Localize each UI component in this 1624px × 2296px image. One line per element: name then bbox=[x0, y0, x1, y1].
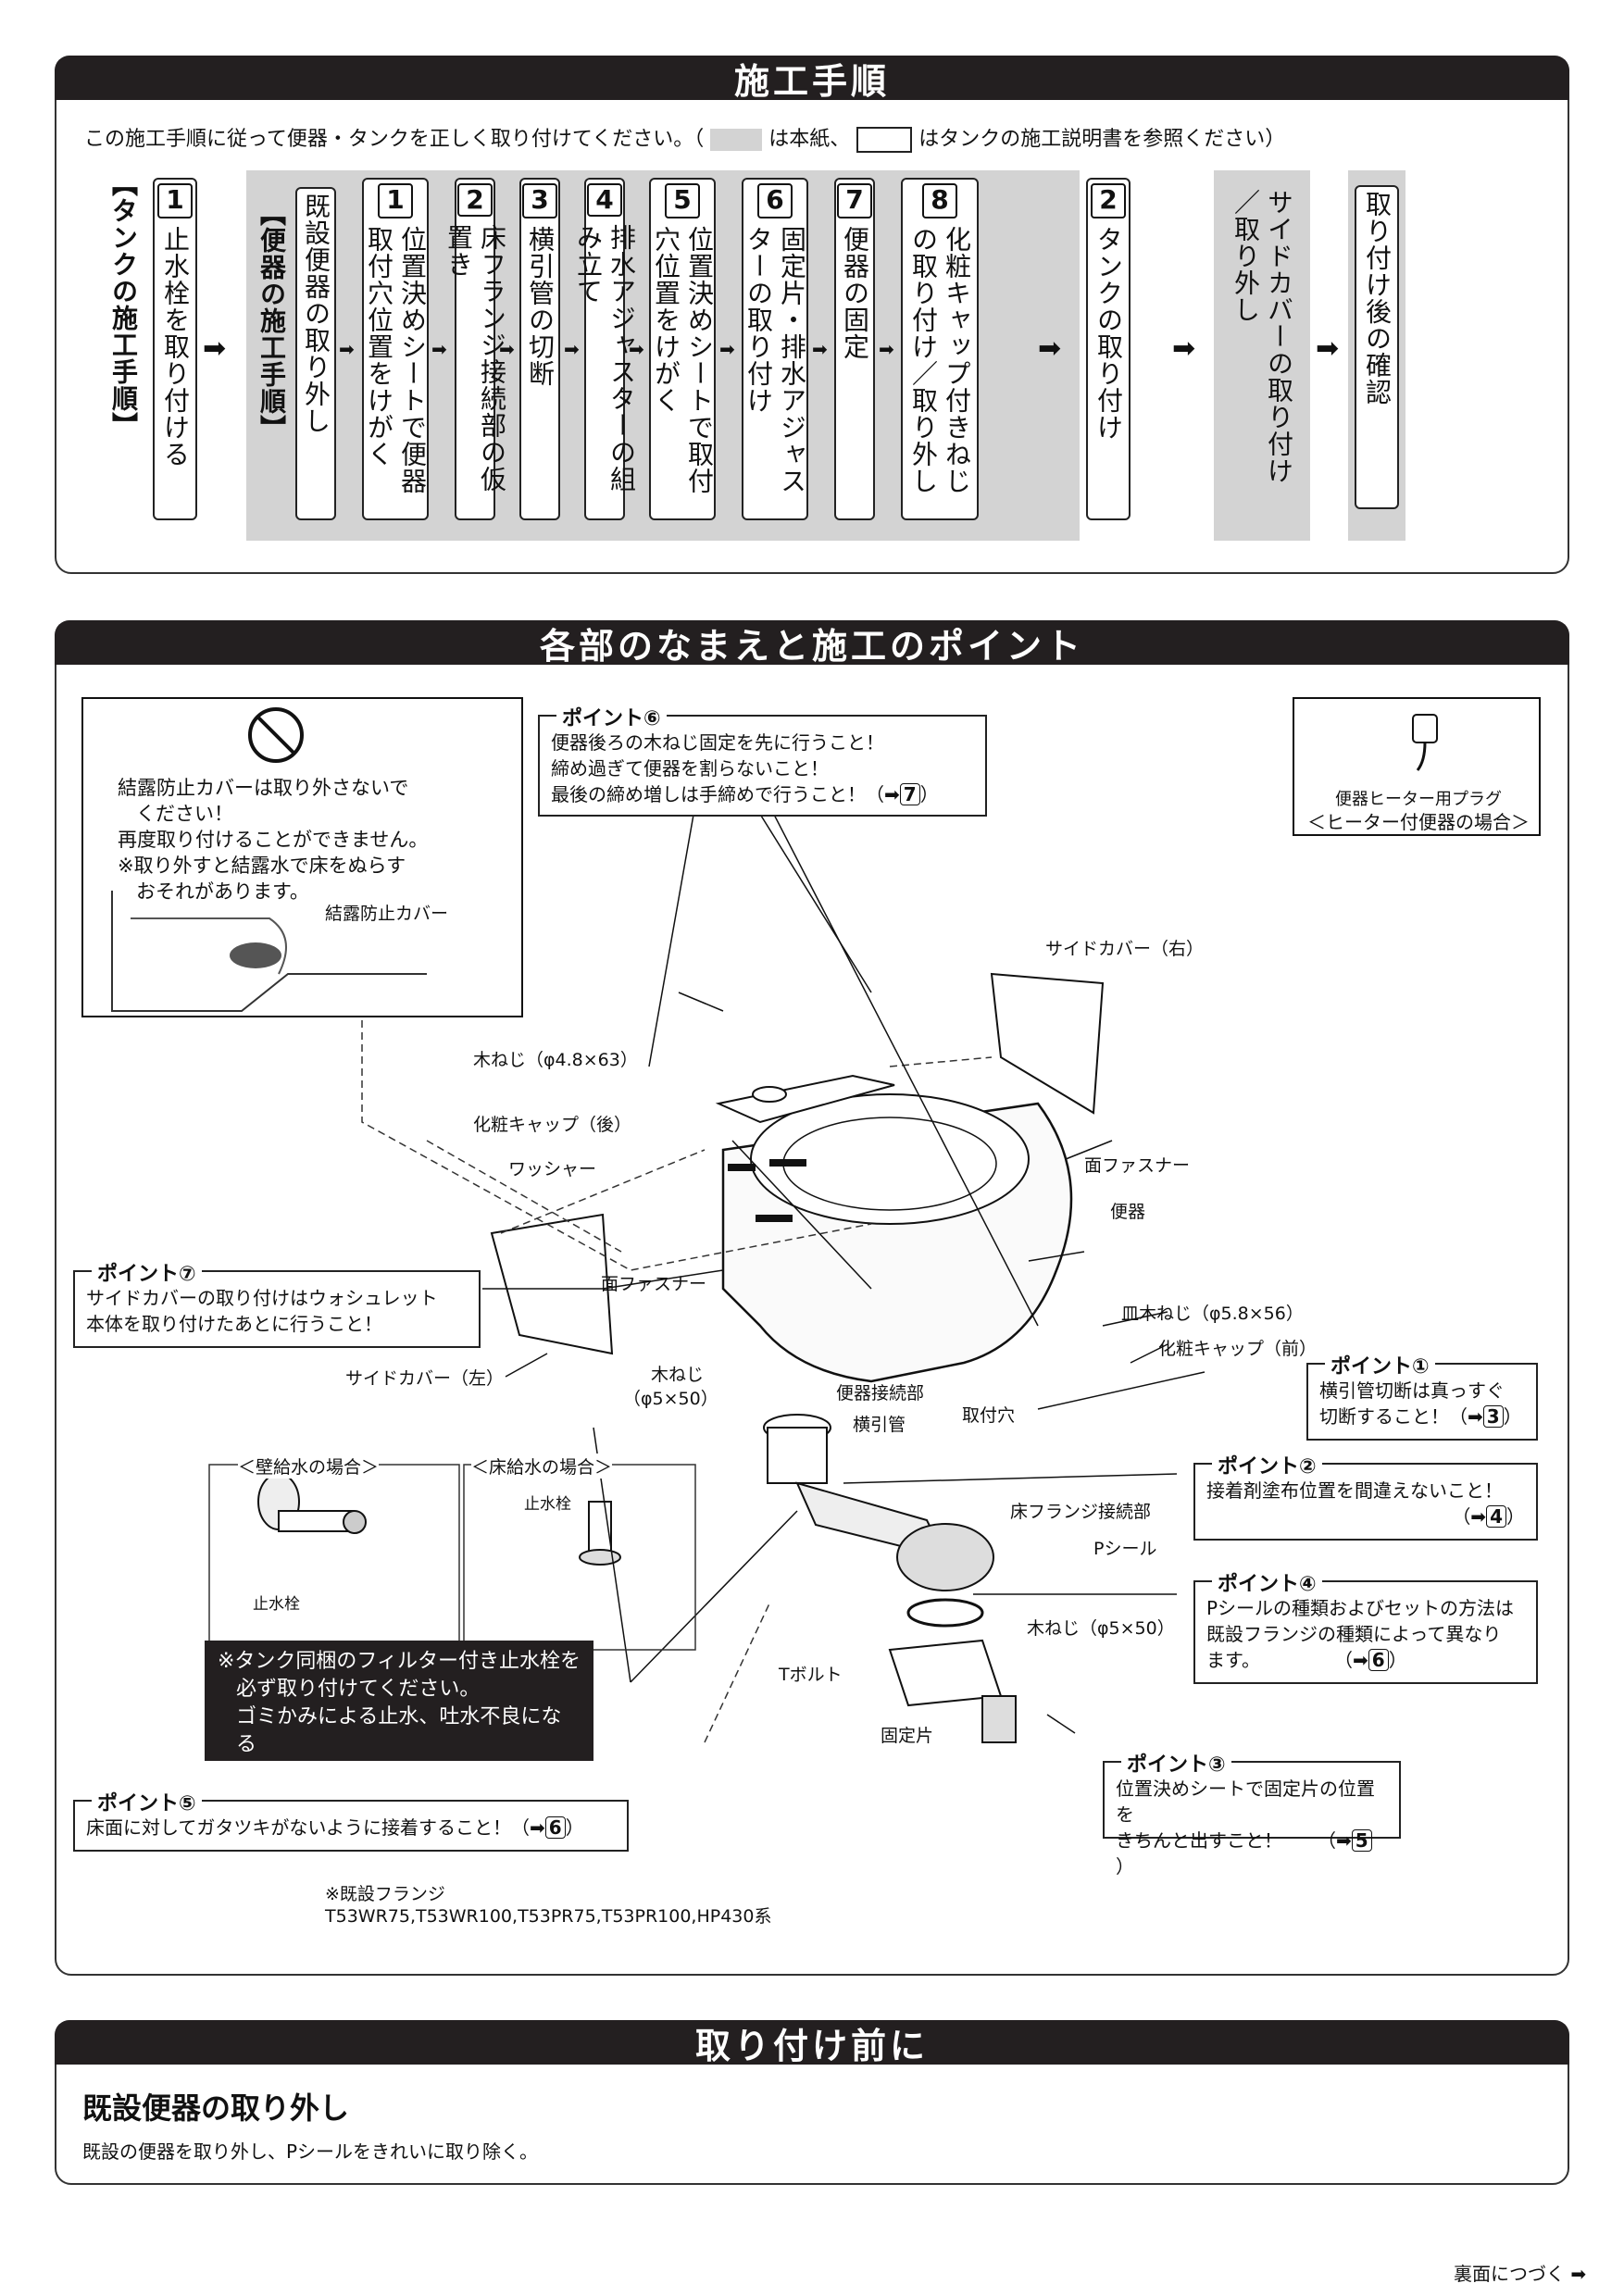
before-title: 取り付け前に bbox=[55, 2020, 1569, 2066]
heater-box-frame bbox=[1293, 697, 1541, 836]
label-flat-screw: 皿木ねじ（φ5.8×56） bbox=[1121, 1304, 1304, 1324]
label-washer: ワッシャー bbox=[508, 1159, 597, 1179]
caution-text: 結露防止カバーは取り外さないで ください！ 再度取り付けることができません。 ※… bbox=[118, 777, 429, 903]
toilet-group-label: 【便器の施工手順】 bbox=[256, 200, 287, 442]
tank-step-1: 1 止水栓を取り付ける bbox=[153, 178, 197, 520]
label-p-seal: Pシール bbox=[1093, 1539, 1157, 1559]
label-fixing-piece: 固定片 bbox=[881, 1726, 934, 1746]
procedure-title: 施工手順 bbox=[55, 56, 1569, 102]
flow-arrow: ➡ bbox=[879, 338, 894, 360]
ref-step-7: 7 bbox=[899, 783, 920, 805]
side-cover-right-illustration bbox=[990, 972, 1105, 1115]
filter-stop-valve-note: ※タンク同梱のフィルター付き止水栓を 必ず取り付けてください。 ゴミかみによる止… bbox=[205, 1641, 593, 1784]
final-check-step: 取り付け後の確認 bbox=[1355, 185, 1399, 509]
point-6-title: ポイント⑥ bbox=[556, 702, 667, 731]
no-entry-icon bbox=[248, 707, 304, 763]
procedure-intro: この施工手順に従って便器・タンクを正しく取り付けてください。（ は本紙、 はタン… bbox=[84, 127, 1286, 153]
side-cover-band bbox=[1214, 170, 1310, 541]
parts-diagram bbox=[81, 697, 1541, 1743]
flow-arrow: ➡ bbox=[203, 332, 227, 365]
flow-arrow: ➡ bbox=[339, 338, 355, 360]
continue-on-back: 裏面につづく ➡ bbox=[1454, 2263, 1587, 2285]
wall-supply-panel bbox=[208, 1464, 460, 1651]
toilet-step-8: 8 化粧キャップ付きねじの取り付け／取り外し bbox=[901, 178, 979, 520]
wall-stop-valve-illustration bbox=[257, 1473, 367, 1534]
legend-white-swatch bbox=[856, 127, 913, 153]
procedure-section: 施工手順 この施工手順に従って便器・タンクを正しく取り付けてください。（ は本紙… bbox=[55, 56, 1569, 574]
toilet-step-2: 2 床フランジ接続部の仮置き bbox=[443, 178, 507, 520]
condensation-cover-illustration bbox=[111, 891, 427, 1012]
flow-arrow: ➡ bbox=[1038, 332, 1062, 365]
ref-step-4: 4 bbox=[1486, 1505, 1506, 1528]
label-floor-flange-joint: 床フランジ接続部 bbox=[1010, 1502, 1152, 1522]
label-t-bolt: Tボルト bbox=[779, 1665, 843, 1685]
flow-arrow: ➡ bbox=[499, 338, 515, 360]
flow-arrow: ➡ bbox=[719, 338, 735, 360]
remove-existing-step: 既設便器の取り外し bbox=[295, 187, 336, 520]
point-4-title: ポイント④ bbox=[1212, 1567, 1322, 1597]
label-wood-screw-50b: 木ねじ（φ5×50） bbox=[1027, 1618, 1175, 1639]
point-5-title: ポイント⑤ bbox=[92, 1787, 202, 1816]
toilet-step-5: 5 位置決めシートで取付穴位置をけがく bbox=[649, 178, 716, 520]
before-section: 取り付け前に 既設便器の取り外し 既設の便器を取り外し、Pシールをきれいに取り除… bbox=[55, 2020, 1569, 2185]
floor-stop-valve-illustration bbox=[579, 1501, 621, 1566]
flow-arrow: ➡ bbox=[564, 338, 580, 360]
dashed-guide-lines bbox=[361, 1020, 993, 1743]
toilet-step-7: 7 便器の固定 bbox=[834, 178, 875, 520]
ref-step-5: 5 bbox=[1351, 1829, 1372, 1852]
label-toilet: 便器 bbox=[1110, 1202, 1146, 1222]
ref-step-6: 6 bbox=[1368, 1649, 1389, 1671]
toilet-step-4: 4 排水アジャスターの組み立て bbox=[573, 178, 637, 520]
point-4-callout: Pシールの種類およびセットの方法は 既設フランジの種類によって異なり ます。（➡… bbox=[1193, 1580, 1538, 1684]
toilet-step-1: 1 位置決めシートで便器取付穴位置をけがく bbox=[362, 178, 429, 520]
side-cover-left-illustration bbox=[490, 1213, 614, 1355]
label-hook-tape-center: 面ファスナー bbox=[601, 1274, 707, 1294]
flow-arrow: ➡ bbox=[431, 338, 447, 360]
before-text: 既設の便器を取り外し、Pシールをきれいに取り除く。 bbox=[82, 2140, 539, 2163]
ref-step-3: 3 bbox=[1482, 1405, 1504, 1428]
flow-arrow: ➡ bbox=[1172, 332, 1196, 365]
condensation-cover-label: 結露防止カバー bbox=[325, 904, 449, 924]
heater-plug-icon bbox=[1412, 714, 1438, 771]
point-3-callout: 位置決めシートで固定片の位置を きちんと出すこと！（➡5） bbox=[1103, 1761, 1401, 1878]
tank-step-2: 2 タンクの取り付け bbox=[1086, 178, 1131, 520]
label-cap-front: 化粧キャップ（前） bbox=[1158, 1339, 1318, 1359]
label-mount-hole: 取付穴 bbox=[962, 1405, 1016, 1426]
toilet-body-illustration bbox=[715, 1074, 1073, 1383]
point-6-callout: 便器後ろの木ねじ固定を先に行うこと！ 締め過ぎて便器を割らないこと！ 最後の締め… bbox=[538, 715, 987, 817]
flow-arrow: ➡ bbox=[1316, 332, 1340, 365]
parts-title: 各部のなまえと施工のポイント bbox=[55, 620, 1569, 667]
tank-group-label: 【タンクの施工手順】 bbox=[101, 167, 145, 537]
drain-assembly-illustration bbox=[763, 1414, 1017, 1743]
parts-section: 各部のなまえと施工のポイント bbox=[55, 620, 1569, 1976]
caution-box-frame bbox=[81, 697, 523, 1017]
point-3-title: ポイント③ bbox=[1121, 1748, 1231, 1778]
label-horizontal-pipe: 横引管 bbox=[853, 1415, 906, 1435]
point-1-title: ポイント① bbox=[1325, 1350, 1435, 1379]
point-2-title: ポイント② bbox=[1212, 1450, 1322, 1479]
label-toilet-joint: 便器接続部 bbox=[836, 1383, 925, 1404]
label-side-cover-right: サイドカバー（右） bbox=[1045, 939, 1205, 959]
toilet-step-3: 3 横引管の切断 bbox=[519, 178, 560, 520]
legend-gray-swatch bbox=[710, 129, 763, 151]
label-cap-rear: 化粧キャップ（後） bbox=[473, 1115, 632, 1135]
flow-arrow: ➡ bbox=[629, 338, 644, 360]
label-stop-valve-floor: 止水栓 bbox=[524, 1495, 571, 1514]
label-wood-screw-50a: 木ねじ （φ5×50） bbox=[623, 1365, 718, 1409]
before-subtitle: 既設便器の取り外し bbox=[82, 2090, 350, 2126]
label-wood-screw-63: 木ねじ（φ4.8×63） bbox=[473, 1050, 638, 1070]
label-wall-supply: ＜壁給水の場合＞ bbox=[238, 1454, 380, 1479]
label-stop-valve-wall: 止水栓 bbox=[253, 1595, 300, 1614]
label-side-cover-left: サイドカバー（左） bbox=[345, 1368, 505, 1389]
ref-step-6: 6 bbox=[544, 1816, 566, 1839]
side-cover-step: サイドカバーの取り付け／取り外し bbox=[1230, 189, 1294, 484]
point-7-title: ポイント⑦ bbox=[92, 1257, 202, 1287]
heater-plug-text: 便器ヒーター用プラグ ＜ヒーター付便器の場合＞ bbox=[1307, 790, 1530, 833]
label-floor-supply: ＜床給水の場合＞ bbox=[471, 1454, 613, 1479]
toilet-step-6: 6 固定片・排水アジャスターの取り付け bbox=[742, 178, 808, 520]
label-existing-flange: ※既設フランジ T53WR75,T53WR100,T53PR75,T53PR10… bbox=[325, 1884, 772, 1927]
right-arrow-icon: ➡ bbox=[1570, 2263, 1587, 2285]
flow-arrow: ➡ bbox=[812, 338, 828, 360]
label-hook-tape-right: 面ファスナー bbox=[1084, 1155, 1191, 1176]
